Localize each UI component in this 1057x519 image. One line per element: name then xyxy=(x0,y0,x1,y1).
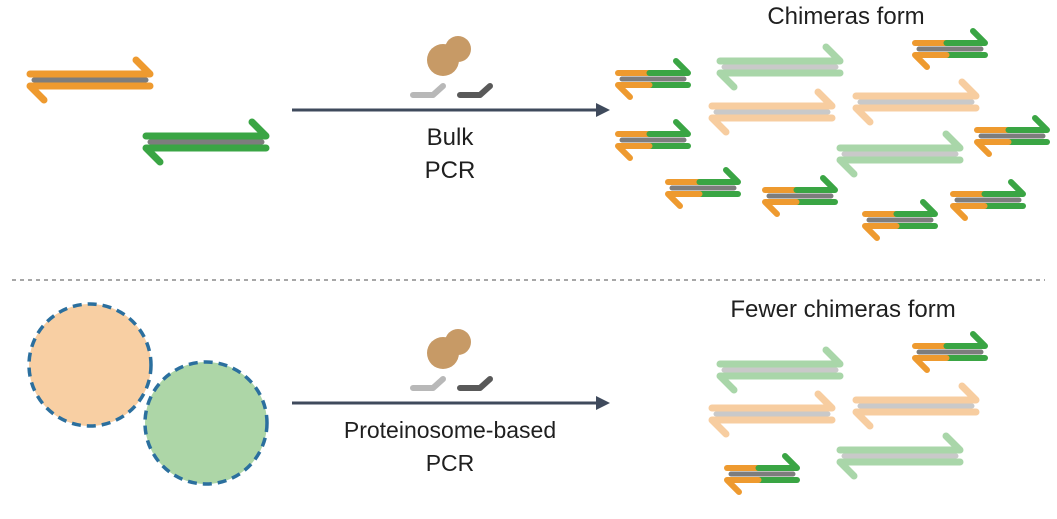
input-templates-top xyxy=(26,56,270,166)
bottom-method-label-1: Proteinosome-based xyxy=(344,417,556,443)
green-template-duplex xyxy=(142,118,270,166)
product-duplex xyxy=(852,78,980,126)
chimera-duplex xyxy=(912,331,988,373)
bottom-product-strands xyxy=(708,331,988,495)
top-result-label: Chimeras form xyxy=(767,3,924,30)
top-product-strands xyxy=(615,28,1050,241)
orange-template-duplex xyxy=(26,56,154,104)
bottom-result-label: Fewer chimeras form xyxy=(730,296,955,323)
chimera-duplex xyxy=(724,453,800,495)
polymerase-icon xyxy=(427,36,471,76)
top-method-label-1: Bulk xyxy=(427,124,475,151)
chimera-duplex xyxy=(762,175,838,217)
chimera-duplex xyxy=(665,167,741,209)
orange-droplet xyxy=(27,302,153,428)
top-process: Bulk PCR xyxy=(292,36,610,184)
top-arrowhead xyxy=(596,103,610,117)
product-duplex xyxy=(708,390,836,438)
chimera-duplex xyxy=(862,199,938,241)
chimera-duplex xyxy=(615,119,691,161)
product-duplex xyxy=(836,432,964,480)
droplets xyxy=(27,302,269,486)
product-duplex xyxy=(836,130,964,178)
green-droplet xyxy=(143,360,269,486)
chimera-duplex xyxy=(912,28,988,70)
product-duplex xyxy=(716,43,844,91)
bottom-arrowhead xyxy=(596,396,610,410)
chimera-duplex xyxy=(974,115,1050,157)
product-duplex xyxy=(852,382,980,430)
top-method-label-2: PCR xyxy=(425,157,476,184)
primer-icon xyxy=(410,376,493,391)
bottom-method-label-2: PCR xyxy=(426,450,475,476)
chimera-duplex xyxy=(950,179,1026,221)
product-duplex xyxy=(708,88,836,136)
product-duplex xyxy=(716,346,844,394)
chimera-duplex xyxy=(615,58,691,100)
polymerase-icon xyxy=(427,329,471,369)
bottom-process: Proteinosome-based PCR xyxy=(292,329,610,476)
primer-icon xyxy=(410,83,493,98)
